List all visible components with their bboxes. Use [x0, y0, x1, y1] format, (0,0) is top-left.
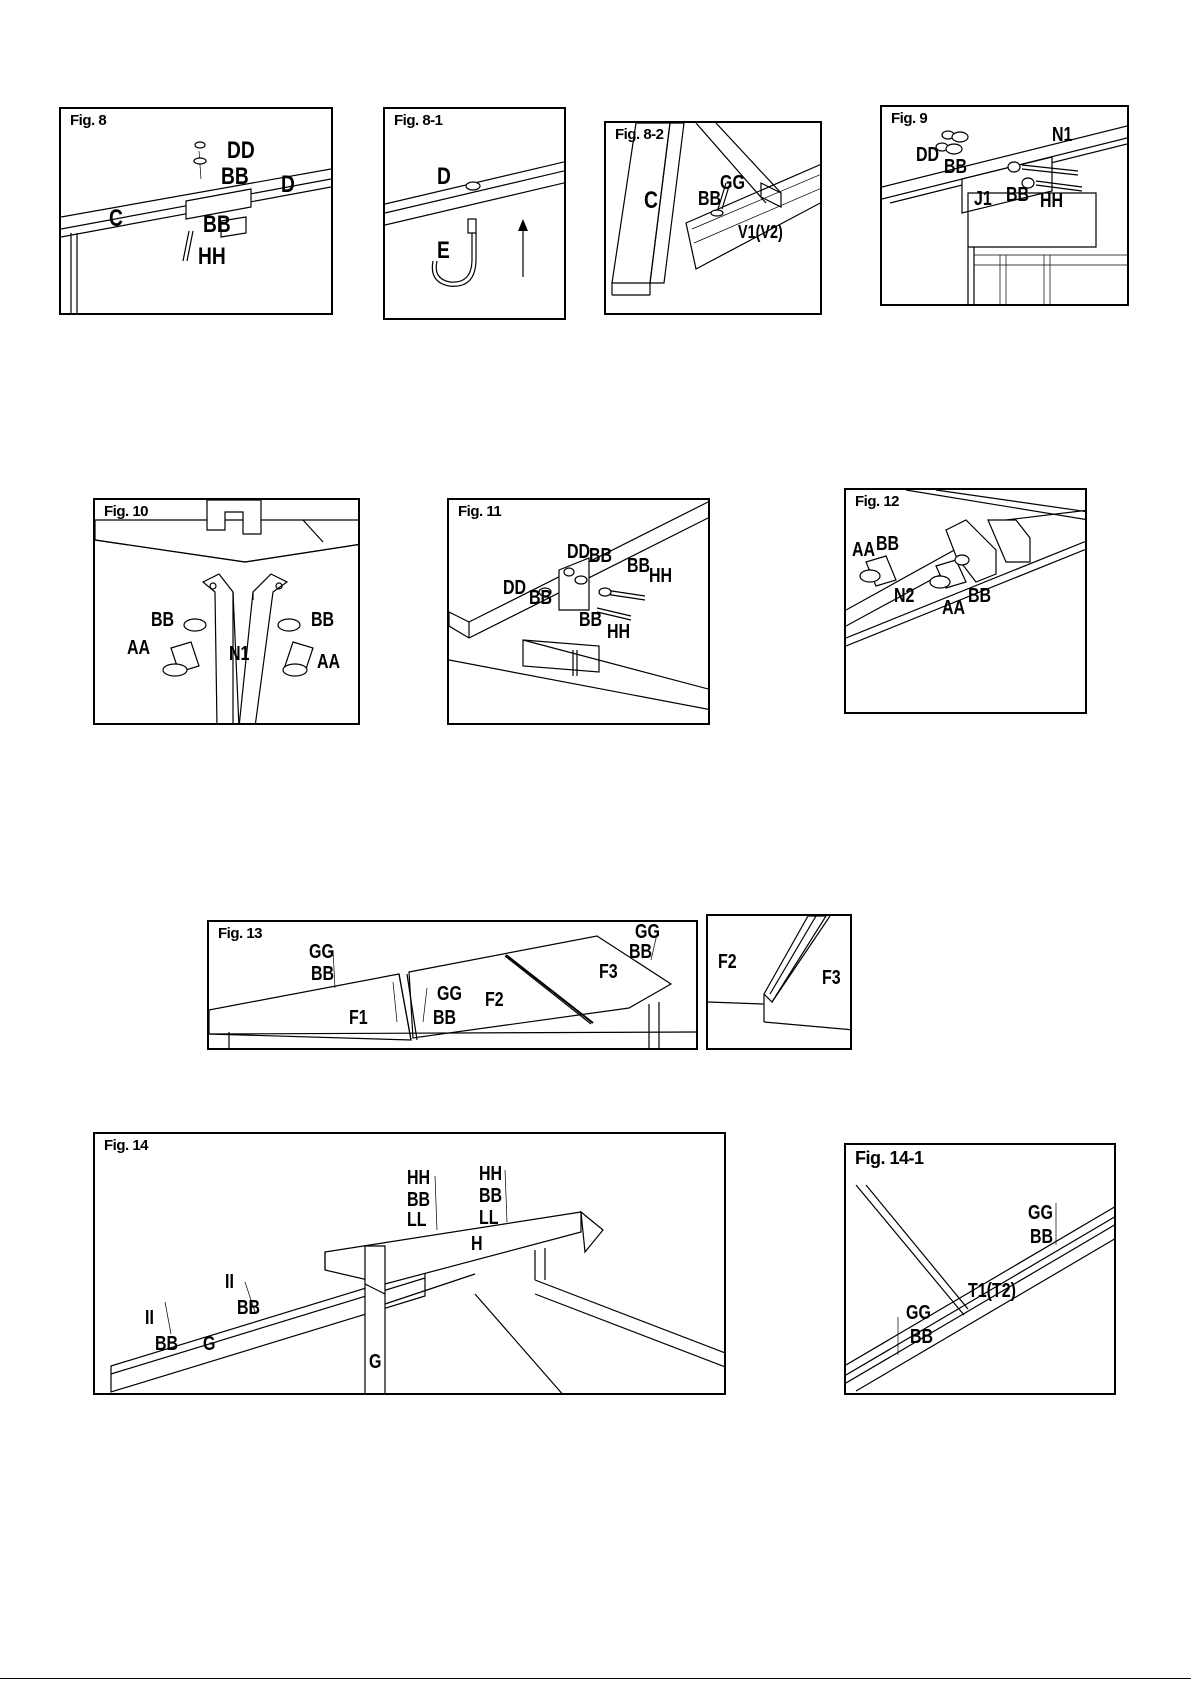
- figure-8-2: Fig. 8-2 GG BB C V1(V2): [604, 121, 822, 315]
- figure-14-1-drawing: [846, 1145, 1116, 1395]
- label-aa: AA: [852, 540, 875, 560]
- label-aa: AA: [127, 638, 150, 658]
- figure-14-1-title: Fig. 14-1: [855, 1148, 924, 1169]
- label-hh: HH: [198, 245, 226, 269]
- label-n1: N1: [1052, 125, 1072, 145]
- label-gg: GG: [1028, 1203, 1053, 1223]
- label-hh: HH: [407, 1168, 430, 1188]
- figure-8-1-drawing: [385, 109, 566, 320]
- label-d: D: [281, 173, 295, 197]
- label-bb: BB: [433, 1008, 456, 1028]
- label-hh: HH: [479, 1164, 502, 1184]
- label-bb: BB: [151, 610, 174, 630]
- figure-11: Fig. 11 DD BB BB HH DD BB BB HH: [447, 498, 710, 725]
- label-bb: BB: [876, 534, 899, 554]
- label-n1: N1: [229, 644, 249, 664]
- label-bb: BB: [627, 556, 650, 576]
- figure-8: Fig. 8 DD BB D C BB HH: [59, 107, 333, 315]
- label-gg: GG: [635, 922, 660, 942]
- label-bb: BB: [155, 1334, 178, 1354]
- label-ii: II: [225, 1272, 234, 1292]
- label-bb: BB: [579, 610, 602, 630]
- figure-12: Fig. 12 AA BB N2 AA BB: [844, 488, 1087, 714]
- figure-13: Fig. 13 GG BB GG BB GG BB F1 F2 F3: [207, 920, 698, 1050]
- label-bb: BB: [311, 964, 334, 984]
- figure-14-title: Fig. 14: [104, 1137, 148, 1154]
- figure-13-title: Fig. 13: [218, 925, 262, 942]
- label-bb: BB: [529, 588, 552, 608]
- label-hh: HH: [1040, 191, 1063, 211]
- label-c: C: [644, 189, 658, 213]
- label-bb: BB: [237, 1298, 260, 1318]
- label-j1: J1: [974, 189, 992, 209]
- figure-9: Fig. 9 N1 DD BB J1 BB HH: [880, 105, 1129, 306]
- label-hh: HH: [607, 622, 630, 642]
- label-bb: BB: [407, 1190, 430, 1210]
- page-bottom-rule: [0, 1678, 1191, 1679]
- label-ll: LL: [407, 1210, 427, 1230]
- label-e: E: [437, 239, 450, 263]
- label-hh: HH: [649, 566, 672, 586]
- label-h: H: [471, 1234, 483, 1254]
- figure-14-1: Fig. 14-1 GG BB T1(T2) GG BB: [844, 1143, 1116, 1395]
- label-bb: BB: [221, 165, 249, 189]
- label-aa: AA: [942, 598, 965, 618]
- label-f2: F2: [485, 990, 504, 1010]
- label-d: D: [437, 165, 451, 189]
- label-bb: BB: [479, 1186, 502, 1206]
- label-bb: BB: [311, 610, 334, 630]
- label-v1-v2: V1(V2): [738, 223, 783, 241]
- figure-8-drawing: [61, 109, 333, 315]
- figure-8-1-title: Fig. 8-1: [394, 112, 443, 129]
- label-f3: F3: [822, 968, 841, 988]
- label-c: C: [109, 207, 123, 231]
- label-f1: F1: [349, 1008, 368, 1028]
- label-gg: GG: [437, 984, 462, 1004]
- figure-8-title: Fig. 8: [70, 112, 106, 129]
- figure-9-title: Fig. 9: [891, 110, 927, 127]
- figure-9-drawing: [882, 107, 1129, 306]
- label-dd: DD: [227, 139, 255, 163]
- label-dd: DD: [567, 542, 590, 562]
- label-bb: BB: [1006, 185, 1029, 205]
- figure-13-detail: F2 F3: [706, 914, 852, 1050]
- label-gg: GG: [906, 1303, 931, 1323]
- figure-10: Fig. 10 BB AA N1 BB AA: [93, 498, 360, 725]
- label-bb: BB: [589, 546, 612, 566]
- label-ll: LL: [479, 1208, 499, 1228]
- label-gg: GG: [720, 173, 745, 193]
- label-t1-t2: T1(T2): [968, 1281, 1016, 1301]
- label-bb: BB: [698, 189, 721, 209]
- label-n2: N2: [894, 586, 914, 606]
- figure-10-title: Fig. 10: [104, 503, 148, 520]
- label-ii: II: [145, 1308, 154, 1328]
- label-bb: BB: [968, 586, 991, 606]
- figure-12-title: Fig. 12: [855, 493, 899, 510]
- label-dd: DD: [503, 578, 526, 598]
- label-bb: BB: [944, 157, 967, 177]
- label-f3: F3: [599, 962, 618, 982]
- label-bb: BB: [629, 942, 652, 962]
- label-dd: DD: [916, 145, 939, 165]
- label-g: G: [369, 1352, 381, 1372]
- figure-11-title: Fig. 11: [458, 503, 501, 520]
- label-bb: BB: [203, 213, 231, 237]
- figure-8-2-drawing: [606, 123, 822, 315]
- figure-8-1: Fig. 8-1 D E: [383, 107, 566, 320]
- label-gg: GG: [309, 942, 334, 962]
- label-bb: BB: [910, 1327, 933, 1347]
- figure-14: Fig. 14 HH BB LL HH BB LL H II BB II BB …: [93, 1132, 726, 1395]
- figure-12-drawing: [846, 490, 1087, 714]
- label-g: G: [203, 1334, 215, 1354]
- label-bb: BB: [1030, 1227, 1053, 1247]
- label-f2: F2: [718, 952, 737, 972]
- figure-8-2-title: Fig. 8-2: [615, 126, 664, 143]
- label-aa: AA: [317, 652, 340, 672]
